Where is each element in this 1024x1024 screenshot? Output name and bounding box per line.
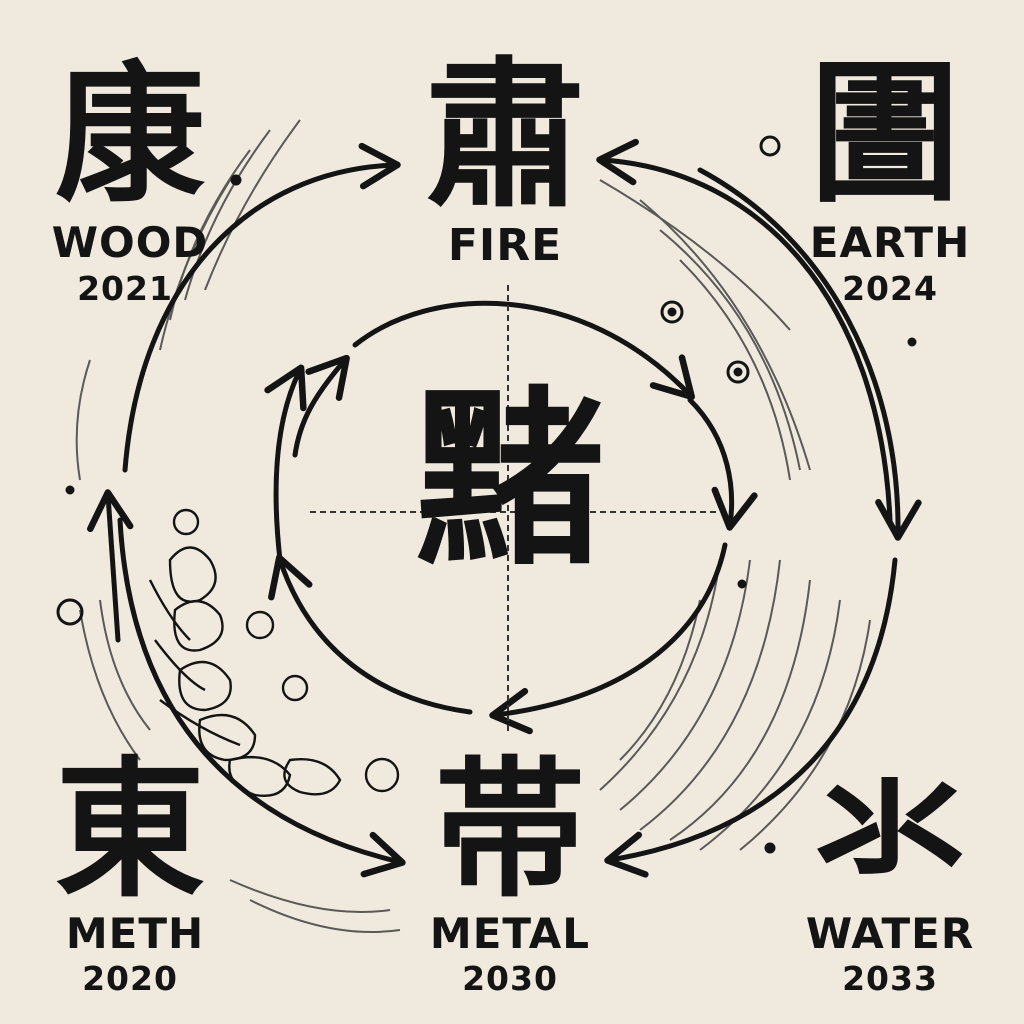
arrow-earth-to-fire <box>596 138 893 523</box>
wood-label: WOOD <box>51 218 209 267</box>
metal-year: 2030 <box>462 959 558 998</box>
cloud-doodles <box>148 508 400 797</box>
center-glyph: 䵭 <box>414 368 605 591</box>
meth-label: METH <box>65 909 205 958</box>
fire-glyph: 肅 <box>424 41 585 229</box>
fire-label: FIRE <box>447 220 563 271</box>
metal-glyph: 帯 <box>434 742 585 918</box>
arrow-water-to-metal <box>604 557 898 878</box>
center-crosshair <box>310 285 720 735</box>
arrow-inner-bottom-left <box>268 554 473 715</box>
wood-glyph: 康 <box>54 47 205 223</box>
arrow-meth-to-metal <box>117 517 406 878</box>
arrow-wood-to-fire <box>122 142 401 473</box>
arrow-inner-top <box>352 300 695 401</box>
arrow-meth-up <box>87 489 134 643</box>
brush-hatching-left <box>75 119 401 933</box>
arrow-inner-right <box>687 397 758 531</box>
water-label: WATER <box>805 909 975 958</box>
metal-label: METAL <box>429 909 591 958</box>
outer-cycle-arrows <box>87 138 922 878</box>
brush-hatching-right <box>599 179 871 851</box>
arrow-inner-bottom-right <box>489 542 728 735</box>
inner-cycle-arrows <box>264 300 758 735</box>
arrow-inner-left-top <box>292 354 350 458</box>
water-glyph: 氺 <box>814 742 965 918</box>
earth-year: 2024 <box>842 269 938 308</box>
meth-year: 2020 <box>82 959 178 998</box>
wood-year: 2021 <box>77 269 173 308</box>
earth-glyph: 圕 <box>807 41 963 224</box>
arrow-earth-down <box>697 167 922 541</box>
decorative-dots <box>56 135 917 854</box>
water-year: 2033 <box>842 959 938 998</box>
meth-glyph: 東 <box>54 742 205 918</box>
earth-label: EARTH <box>809 218 971 267</box>
arrow-inner-left-up <box>264 364 307 563</box>
